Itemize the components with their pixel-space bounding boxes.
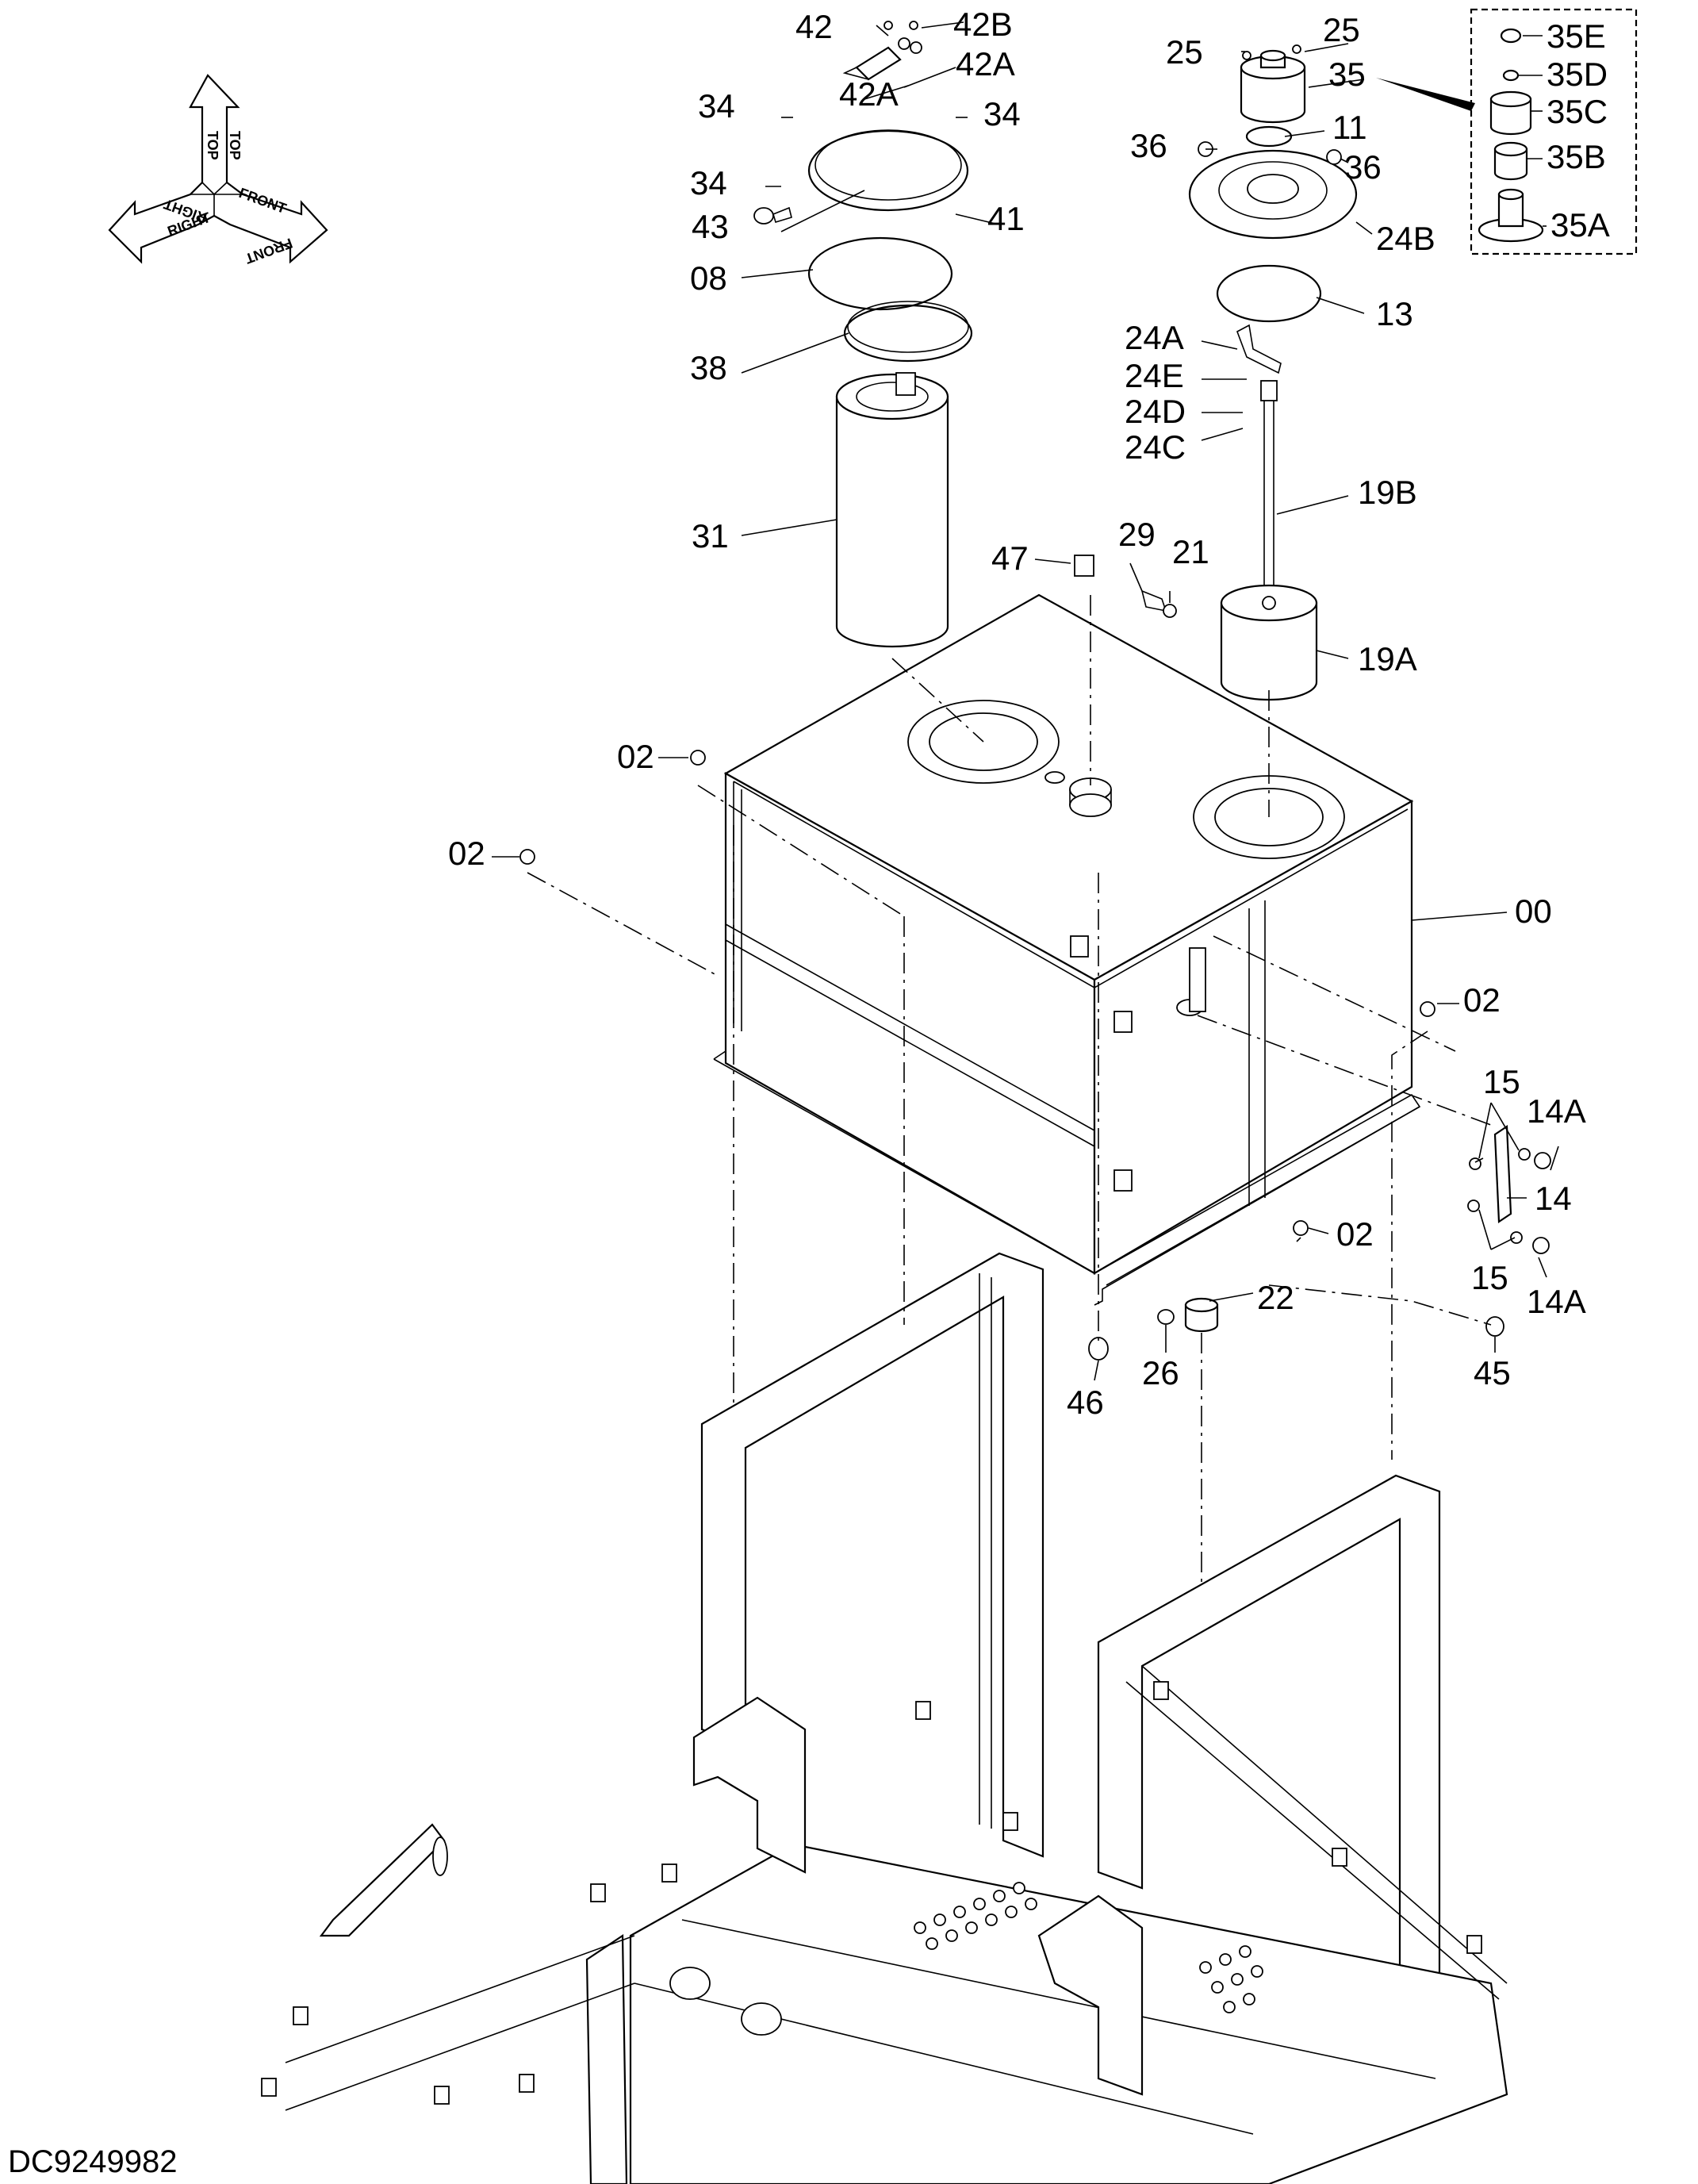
callout-14A-lower: 14A (1527, 1283, 1586, 1320)
callout-21: 21 (1172, 533, 1209, 570)
leader-lines (492, 21, 1559, 1381)
callout-15-lower: 15 (1471, 1259, 1508, 1296)
callout-34-lower: 34 (690, 164, 727, 202)
callout-35B: 35B (1547, 138, 1606, 175)
callout-24B: 24B (1376, 220, 1435, 257)
callout-35C: 35C (1547, 93, 1608, 130)
callout-26: 26 (1142, 1354, 1179, 1391)
callout-14: 14 (1535, 1180, 1572, 1217)
callout-14A-upper: 14A (1527, 1092, 1586, 1130)
hydraulic-tank (713, 593, 1421, 1306)
callout-34-right: 34 (983, 95, 1021, 132)
callout-45: 45 (1474, 1354, 1511, 1391)
callout-47: 47 (991, 539, 1029, 577)
filter-assembly (753, 21, 973, 648)
callout-02-a: 02 (617, 738, 654, 775)
assembly-centerlines (527, 595, 1496, 1587)
callout-08: 08 (690, 259, 727, 297)
callout-25-left: 25 (1166, 33, 1203, 71)
callout-02-b: 02 (448, 835, 485, 872)
callout-25-right: 25 (1323, 11, 1360, 48)
callout-43: 43 (692, 208, 729, 245)
callout-02-c: 02 (1463, 981, 1501, 1019)
callout-42B: 42B (953, 6, 1013, 43)
callout-24A: 24A (1125, 319, 1184, 356)
callout-35A: 35A (1550, 206, 1610, 244)
callout-13: 13 (1376, 295, 1413, 332)
callout-22: 22 (1257, 1279, 1294, 1316)
axis-label-top-duplicate: TOP (227, 131, 243, 160)
callout-02-d: 02 (1336, 1215, 1374, 1253)
callout-42A: 42A (956, 45, 1015, 83)
callout-35D: 35D (1547, 56, 1608, 93)
callout-42A-second: 42A (839, 75, 899, 113)
callout-11: 11 (1332, 109, 1367, 146)
callout-38: 38 (690, 349, 727, 386)
callout-24E: 24E (1125, 357, 1184, 394)
callout-35: 35 (1328, 56, 1366, 93)
strainer-assembly (1188, 44, 1358, 701)
drawing-code: DC9249982 (8, 2144, 178, 2179)
callout-31: 31 (692, 517, 729, 555)
callout-46: 46 (1067, 1384, 1104, 1421)
callout-15-upper: 15 (1483, 1063, 1520, 1100)
axis-label-front: FRONT (237, 185, 289, 217)
base-frame (261, 1252, 1508, 2184)
perforation-pattern (914, 1882, 1263, 2013)
axis-label-top: TOP (205, 131, 220, 160)
callout-41: 41 (987, 200, 1025, 237)
callout-19B: 19B (1358, 474, 1417, 511)
callout-36-left: 36 (1130, 127, 1167, 164)
callout-35E: 35E (1547, 17, 1606, 55)
callout-24C: 24C (1125, 428, 1186, 466)
callout-42: 42 (795, 8, 833, 45)
orientation-icon: TOP TOP RIGHT RIGHT FRONT FRONT (108, 74, 328, 267)
callout-36-right: 36 (1344, 148, 1382, 186)
detail-box-35 (1376, 8, 1638, 255)
callout-34-left: 34 (698, 87, 735, 125)
callout-labels: 42 42B 42A 42A 34 34 34 43 41 08 38 31 2… (448, 6, 1610, 1421)
callout-24D: 24D (1125, 393, 1186, 430)
small-fittings (519, 555, 1551, 1361)
callout-00: 00 (1515, 892, 1552, 930)
callout-19A: 19A (1358, 640, 1417, 677)
callout-29: 29 (1118, 516, 1156, 553)
